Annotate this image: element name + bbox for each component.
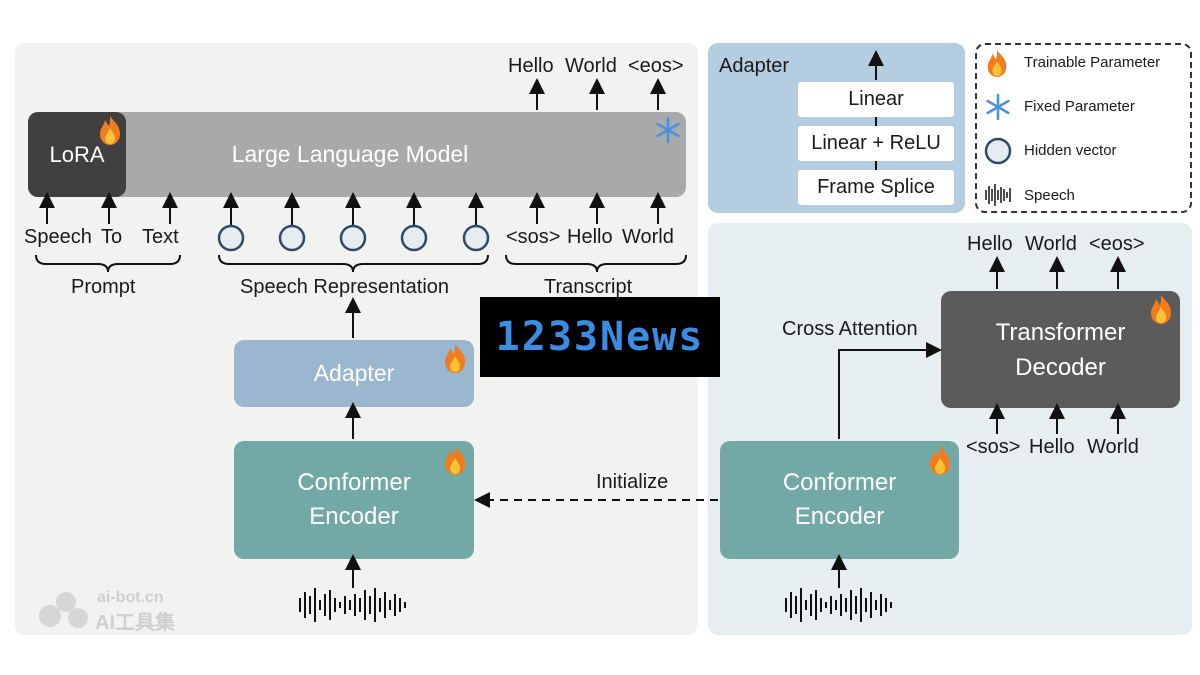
encoder-left-line2: Encoder — [309, 503, 399, 530]
legend-speech-icon — [985, 184, 1011, 206]
speech-waveform-left — [299, 588, 406, 622]
prompt-token-speech: Speech — [24, 226, 92, 248]
legend-snowflake-icon — [986, 93, 1010, 121]
conformer-encoder-left: Conformer Encoder — [234, 441, 474, 559]
group-label-prompt: Prompt — [71, 276, 136, 298]
decoder-output-world: World — [1025, 233, 1077, 255]
decoder-line2: Decoder — [1015, 353, 1106, 381]
decoder-input-hello: Hello — [1029, 436, 1075, 458]
fire-icon-decoder — [1151, 295, 1171, 324]
fire-icon-adapter — [445, 344, 465, 373]
adapter-layer-linear-relu-label: Linear + ReLU — [811, 132, 941, 154]
fire-icon-encoder-right — [930, 446, 950, 475]
prompt-token-to: To — [101, 226, 123, 248]
hidden-vector-2 — [278, 224, 306, 252]
hidden-vector-3 — [339, 224, 367, 252]
decoder-output-hello: Hello — [967, 233, 1013, 255]
llm-block: Large Language Model — [28, 112, 686, 197]
legend-speech-label: Speech — [1024, 187, 1075, 204]
adapter-layer-frame-splice-label: Frame Splice — [817, 176, 935, 198]
conformer-encoder-right: Conformer Encoder — [720, 441, 959, 559]
news-banner-text: 1233News — [495, 314, 705, 360]
watermark-line2: AI工具集 — [95, 612, 175, 634]
encoder-right-line2: Encoder — [794, 503, 885, 530]
adapter-layer-linear: Linear — [798, 82, 954, 117]
transcript-token-world: World — [622, 226, 674, 248]
hidden-vector-4 — [400, 224, 428, 252]
brace-prompt — [35, 254, 181, 273]
adapter-layer-linear-label: Linear — [848, 88, 904, 110]
watermark-logo-icon — [39, 592, 88, 628]
decoder-line1: Transformer — [995, 318, 1126, 346]
transcript-token-sos: <sos> — [506, 226, 561, 248]
legend-fire-icon — [987, 50, 1007, 77]
watermark-line1: ai-bot.cn — [97, 589, 164, 606]
encoder-right-line1: Conformer — [782, 469, 897, 496]
transcript-token-hello: Hello — [567, 226, 613, 248]
decoder-input-world: World — [1087, 436, 1139, 458]
legend-panel — [975, 43, 1192, 213]
snowflake-icon — [656, 116, 680, 144]
group-label-speech-representation: Speech Representation — [240, 276, 450, 298]
adapter-label: Adapter — [313, 360, 395, 386]
adapter-block: Adapter — [234, 340, 474, 407]
legend-fixed-label: Fixed Parameter — [1024, 98, 1135, 115]
llm-output-world: World — [565, 55, 617, 77]
adapter-layer-frame-splice: Frame Splice — [798, 170, 954, 205]
encoder-left-line1: Conformer — [297, 469, 411, 496]
speech-waveform-right — [785, 588, 892, 622]
arrow-cross-attention — [838, 342, 942, 439]
prompt-token-text: Text — [142, 226, 179, 248]
legend-hidden-label: Hidden vector — [1024, 142, 1117, 159]
llm-label: Large Language Model — [231, 141, 469, 167]
hidden-vector-5 — [462, 224, 490, 252]
llm-output-eos: <eos> — [628, 55, 684, 77]
adapter-detail-title: Adapter — [719, 55, 790, 77]
hidden-vector-1 — [217, 224, 245, 252]
brace-transcript — [505, 254, 687, 273]
decoder-output-eos: <eos> — [1089, 233, 1145, 255]
legend-trainable-label: Trainable Parameter — [1024, 54, 1161, 71]
initialize-label: Initialize — [596, 471, 669, 493]
cross-attention-label: Cross Attention — [782, 318, 918, 340]
fire-icon-lora — [100, 116, 120, 145]
transformer-decoder: Transformer Decoder — [941, 291, 1180, 408]
brace-speech — [218, 254, 489, 273]
adapter-layer-linear-relu: Linear + ReLU — [798, 126, 954, 161]
legend-hidden-icon — [984, 137, 1012, 165]
lora-label: LoRA — [49, 141, 105, 167]
news-banner: 1233News — [480, 297, 720, 377]
llm-output-hello: Hello — [508, 55, 554, 77]
group-label-transcript: Transcript — [544, 276, 633, 298]
fire-icon-encoder-left — [445, 446, 465, 475]
decoder-input-sos: <sos> — [966, 436, 1021, 458]
